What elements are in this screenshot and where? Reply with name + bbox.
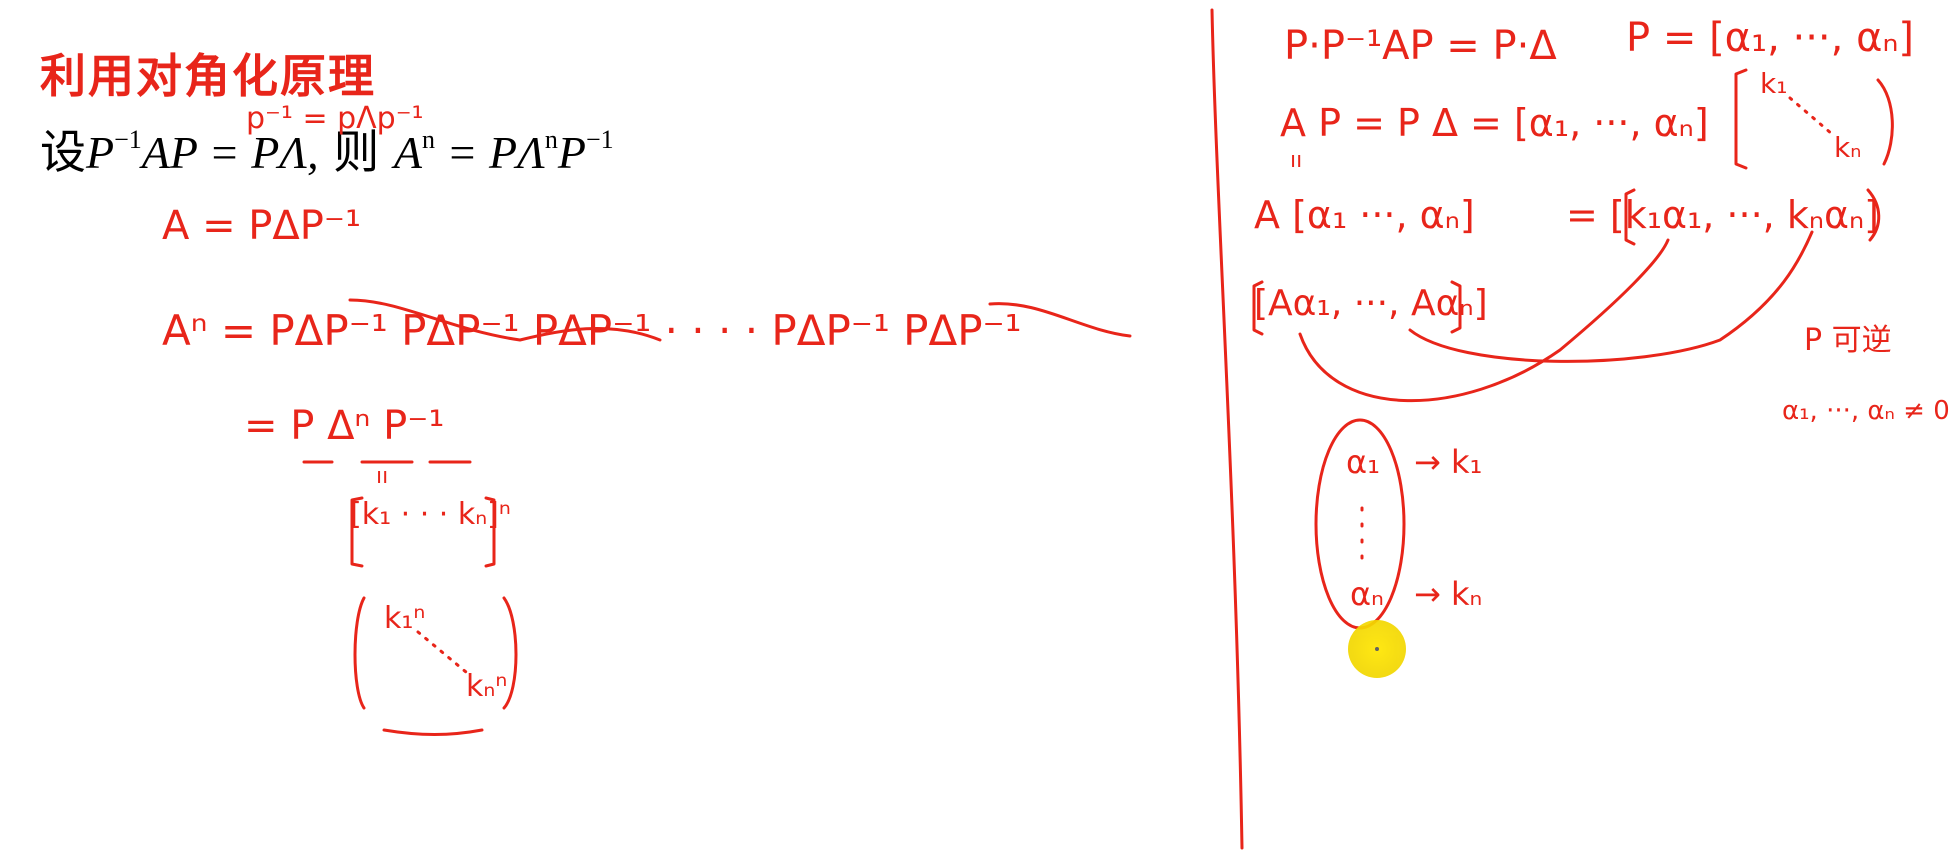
main-formula: 设P−1AP = PΛ, 则 An = PΛnP−1 <box>40 116 614 182</box>
matrix-2-underline <box>382 728 484 736</box>
arc-right-connection <box>1408 230 1814 363</box>
handwritten-right-eq-mark: ıı <box>1290 148 1303 173</box>
vector-ellipse <box>1314 418 1406 630</box>
handwritten-right-diag-bottom: kₙ <box>1834 131 1862 164</box>
handwritten-matrix-2-bottom: kₙⁿ <box>466 669 508 704</box>
handwritten-right-line-5: = [k₁α₁, ···, kₙαₙ] <box>1566 193 1879 237</box>
right-matrix-right-bracket <box>1876 78 1894 166</box>
right-matrix-diag-dots <box>1788 96 1834 136</box>
formula-tail-exp: −1 <box>585 125 614 154</box>
handwritten-line-1: A = PΔP⁻¹ <box>162 203 362 249</box>
formula-tail-base: P <box>557 127 586 178</box>
handwritten-matrix-1: [k₁ · · · kₙ]ⁿ <box>350 497 511 532</box>
formula-an-exp: n <box>421 125 435 154</box>
matrix-1-left-bracket <box>350 496 364 568</box>
formula-lambda-exp: n <box>544 125 558 154</box>
handwritten-vector-top: α₁ <box>1346 443 1380 481</box>
formula-lhs-exp: −1 <box>114 125 142 154</box>
handwritten-right-line-3: A P = P Δ = [α₁, ···, αₙ] <box>1280 101 1709 145</box>
arc-left-connection <box>1298 238 1670 403</box>
matrix-1-right-bracket <box>484 496 496 568</box>
handwritten-right-note-2: α₁, ···, αₙ ≠ 0 <box>1782 396 1950 426</box>
handwritten-eq-mark: ıı <box>376 464 389 489</box>
divider-line <box>1210 8 1244 850</box>
handwritten-right-line-4: A [α₁ ···, αₙ] <box>1254 193 1475 237</box>
matrix-2-diag-dots <box>416 630 468 674</box>
right-matrix-left-bracket <box>1734 68 1748 170</box>
handwritten-map-bottom: → kₙ <box>1414 575 1483 613</box>
formula-lhs-base: P <box>86 127 115 178</box>
handwritten-right-line-2: P = [α₁, ···, αₙ] <box>1626 15 1914 61</box>
formula-prefix: 设 <box>40 125 86 179</box>
handwritten-map-top: → k₁ <box>1414 443 1483 481</box>
handwritten-matrix-2-top: k₁ⁿ <box>384 601 426 636</box>
matrix-2-left-bracket <box>353 596 366 710</box>
pointer-dot <box>1348 620 1406 678</box>
formula-eq: = PΛ <box>434 127 545 178</box>
right-line6-left-bracket <box>1252 280 1264 336</box>
formula-an-base: A <box>393 127 422 178</box>
matrix-2-right-bracket <box>502 596 518 710</box>
handwritten-right-diag-top: k₁ <box>1760 67 1788 100</box>
handwritten-right-line-6: [Aα₁, ···, Aαₙ] <box>1254 283 1488 324</box>
handwritten-right-line-1: P·P⁻¹AP = P·Δ <box>1284 23 1557 69</box>
handwritten-line-3: = P Δⁿ P⁻¹ <box>244 403 445 449</box>
page-title: 利用对角化原理 <box>40 49 376 103</box>
formula-then: 则 <box>333 125 380 179</box>
handwritten-vector-bottom: αₙ <box>1350 575 1384 613</box>
cancel-stroke-2 <box>988 302 1132 338</box>
right-line6-right-bracket <box>1450 280 1462 334</box>
handwritten-overwrite: p⁻¹ = pΛp⁻¹ <box>246 101 424 136</box>
right-line5-right-bracket <box>1866 188 1881 242</box>
handwritten-line-2: Aⁿ = PΔP⁻¹ PΔP⁻¹ PΔP⁻¹ · · · · PΔP⁻¹ PΔP… <box>162 306 1022 355</box>
right-line5-left-bracket <box>1624 188 1636 246</box>
cancel-stroke-1 <box>348 298 662 342</box>
handwritten-right-note-1: P 可逆 <box>1804 323 1892 358</box>
formula-lhs-tail: AP = PΛ, <box>141 127 319 178</box>
